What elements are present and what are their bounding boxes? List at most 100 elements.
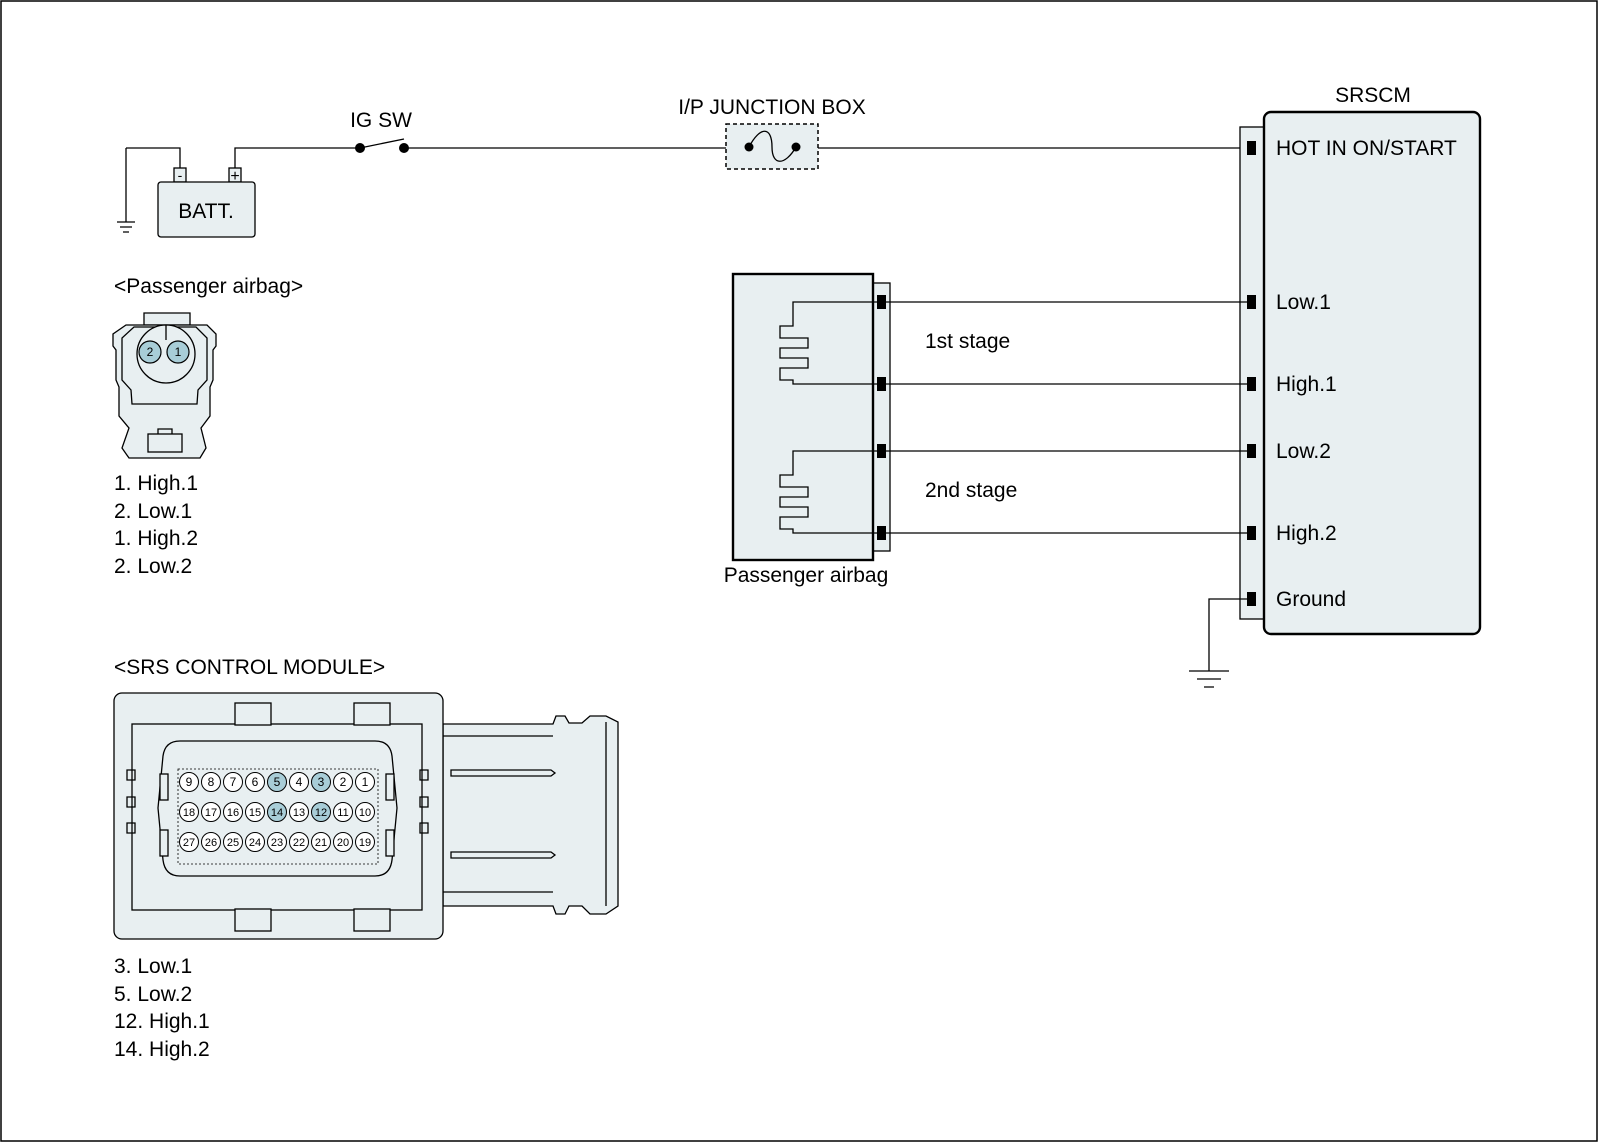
module-pin-10 bbox=[355, 802, 375, 822]
module-pin-label-4: 4 bbox=[296, 775, 303, 789]
module-pin-label-8: 8 bbox=[208, 775, 215, 789]
srscm-pin-hot-in: HOT IN ON/START bbox=[1276, 137, 1457, 160]
module-pin-label-26: 26 bbox=[205, 837, 217, 849]
module-pin-18 bbox=[179, 802, 199, 822]
stage2-squib bbox=[779, 450, 877, 534]
srscm-pin-low2: Low.2 bbox=[1276, 440, 1331, 463]
battery-label: BATT. bbox=[178, 200, 234, 223]
module-pin-15 bbox=[245, 802, 265, 822]
junction-box-fuse bbox=[725, 123, 819, 170]
ig-switch bbox=[355, 138, 409, 153]
module-pin-19 bbox=[355, 832, 375, 852]
module-pin-label-18: 18 bbox=[183, 807, 195, 819]
module-legend-item: 14. High.2 bbox=[114, 1038, 210, 1061]
module-pin-label-2: 2 bbox=[340, 775, 347, 789]
battery-negative-wire bbox=[126, 147, 181, 168]
module-legend-item: 12. High.1 bbox=[114, 1010, 210, 1033]
module-pin-24 bbox=[245, 832, 265, 852]
module-pin-27 bbox=[179, 832, 199, 852]
airbag-circuit-box bbox=[731, 272, 875, 562]
module-pin-11 bbox=[333, 802, 353, 822]
module-pin-label-20: 20 bbox=[337, 837, 349, 849]
battery-ground-symbol bbox=[117, 148, 135, 233]
module-pin-3 bbox=[311, 772, 331, 792]
module-pin-8 bbox=[201, 772, 221, 792]
srscm-pins bbox=[1247, 141, 1256, 606]
srscm-pin-high2: High.2 bbox=[1276, 522, 1337, 545]
module-pin-label-27: 27 bbox=[183, 837, 195, 849]
junction-box-label: I/P JUNCTION BOX bbox=[678, 96, 865, 119]
srscm-pin-high1: High.1 bbox=[1276, 373, 1337, 396]
module-pin-23 bbox=[267, 832, 287, 852]
module-pin-label-25: 25 bbox=[227, 837, 239, 849]
airbag-circuit-label: Passenger airbag bbox=[724, 564, 889, 587]
module-pin-label-15: 15 bbox=[249, 807, 261, 819]
module-pin-2 bbox=[333, 772, 353, 792]
module-pin-9 bbox=[179, 772, 199, 792]
module-pin-14 bbox=[267, 802, 287, 822]
airbag-to-srscm-wires bbox=[886, 301, 1247, 534]
module-pin-7 bbox=[223, 772, 243, 792]
module-pin-12 bbox=[311, 802, 331, 822]
module-pin-label-1: 1 bbox=[362, 775, 369, 789]
module-pin-22 bbox=[289, 832, 309, 852]
module-pin-25 bbox=[223, 832, 243, 852]
module-pin-label-24: 24 bbox=[249, 837, 261, 849]
module-connector-title: <SRS CONTROL MODULE> bbox=[114, 656, 385, 679]
svg-text:1: 1 bbox=[175, 345, 182, 359]
module-pin-13 bbox=[289, 802, 309, 822]
module-pin-label-11: 11 bbox=[337, 807, 348, 819]
airbag-circuit-pins bbox=[877, 295, 886, 540]
module-pin-label-13: 13 bbox=[293, 807, 305, 819]
stage1-label: 1st stage bbox=[925, 330, 1010, 353]
airbag-legend-item: 1. High.2 bbox=[114, 527, 198, 550]
srscm-title: SRSCM bbox=[1335, 84, 1411, 107]
module-pin-label-10: 10 bbox=[359, 807, 371, 819]
module-pin-label-16: 16 bbox=[227, 807, 239, 819]
module-pin-20 bbox=[333, 832, 353, 852]
srscm-ground-symbol bbox=[1189, 598, 1247, 688]
module-pin-label-21: 21 bbox=[315, 837, 327, 849]
module-pin-label-7: 7 bbox=[230, 775, 237, 789]
battery-minus-sign: - bbox=[178, 167, 183, 183]
module-pin-label-9: 9 bbox=[186, 775, 193, 789]
battery-plus-sign: + bbox=[230, 168, 239, 185]
airbag-circuit-connector bbox=[872, 282, 891, 552]
module-pin-label-23: 23 bbox=[271, 837, 283, 849]
module-pin-6 bbox=[245, 772, 265, 792]
module-pin-label-14: 14 bbox=[271, 807, 283, 819]
module-pin-label-22: 22 bbox=[293, 837, 305, 849]
module-pin-label-5: 5 bbox=[274, 775, 281, 789]
module-pin-4 bbox=[289, 772, 309, 792]
airbag-connector-pin-2: 2 bbox=[138, 340, 162, 364]
module-pin-label-19: 19 bbox=[359, 837, 371, 849]
module-pin-17 bbox=[201, 802, 221, 822]
module-legend-item: 5. Low.2 bbox=[114, 983, 192, 1006]
stage2-label: 2nd stage bbox=[925, 479, 1017, 502]
airbag-legend-item: 1. High.1 bbox=[114, 472, 198, 495]
module-pin-26 bbox=[201, 832, 221, 852]
srscm-module-box bbox=[1262, 110, 1482, 636]
module-pin-21 bbox=[311, 832, 331, 852]
airbag-legend-item: 2. Low.1 bbox=[114, 500, 192, 523]
svg-text:2: 2 bbox=[147, 345, 154, 359]
module-legend-item: 3. Low.1 bbox=[114, 955, 192, 978]
module-pin-16 bbox=[223, 802, 243, 822]
module-pin-label-3: 3 bbox=[318, 775, 325, 789]
module-pin-label-6: 6 bbox=[252, 775, 259, 789]
stage1-squib bbox=[779, 301, 877, 385]
srscm-pin-low1: Low.1 bbox=[1276, 291, 1331, 314]
module-pin-label-17: 17 bbox=[205, 807, 217, 819]
module-pin-1 bbox=[355, 772, 375, 792]
srscm-pin-ground: Ground bbox=[1276, 588, 1346, 611]
battery-box bbox=[157, 181, 256, 238]
ig-switch-label: IG SW bbox=[350, 109, 412, 132]
module-pin-5 bbox=[267, 772, 287, 792]
airbag-connector-drawing bbox=[112, 312, 217, 459]
srscm-connector bbox=[1239, 126, 1265, 620]
airbag-connector-title: <Passenger airbag> bbox=[114, 275, 303, 298]
airbag-legend-item: 2. Low.2 bbox=[114, 555, 192, 578]
